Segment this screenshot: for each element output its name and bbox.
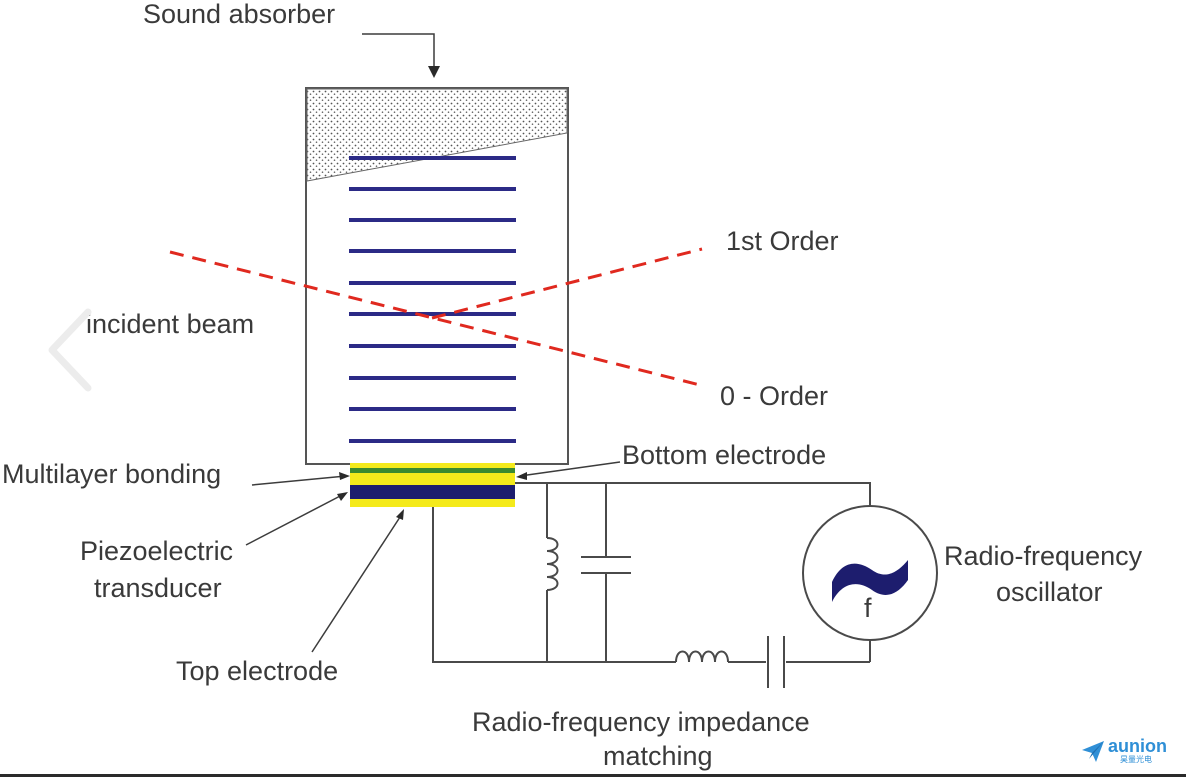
sound-absorber-arrowhead — [428, 66, 440, 78]
rf-oscillator-label-line2: oscillator — [996, 577, 1103, 607]
piezoelectric-label-line1: Piezoelectric — [80, 536, 233, 566]
multilayer-bonding-label: Multilayer bonding — [2, 459, 221, 489]
sound-absorber-leader — [362, 33, 435, 72]
top-electrode-label: Top electrode — [176, 656, 338, 686]
zero-order-label: 0 - Order — [720, 381, 828, 411]
multilayer-bonding-layer — [350, 473, 515, 485]
bottom-electrode-arrowhead — [516, 472, 527, 480]
top-electrode-arrowhead — [396, 509, 404, 520]
oscillator-frequency-label: f — [864, 593, 872, 623]
first-order-label: 1st Order — [726, 226, 839, 256]
chevron-left-icon[interactable] — [40, 300, 100, 400]
sine-wave-icon — [832, 560, 908, 602]
parallel-inductor — [546, 537, 559, 591]
series-inductor — [675, 650, 729, 663]
brand-subtitle: 昊量光电 — [1120, 755, 1152, 764]
bottom-electrode-leader — [519, 461, 621, 477]
multilayer-bonding-arrowhead — [339, 472, 350, 480]
piezoelectric-label-line2: transducer — [94, 573, 222, 603]
rf-circuit — [432, 482, 871, 688]
top-electrode-layer — [350, 499, 515, 507]
sound-absorber-label: Sound absorber — [143, 0, 335, 29]
bottom-electrode-label: Bottom electrode — [622, 440, 826, 470]
piezoelectric-arrowhead — [337, 492, 348, 501]
multilayer-bonding-leader — [251, 475, 347, 486]
transducer-stack — [350, 463, 515, 507]
top-wire — [515, 482, 871, 506]
first-order-beam — [431, 247, 703, 320]
bonding-layer — [350, 463, 515, 468]
brand-name: aunion — [1108, 736, 1167, 756]
piezoelectric-leader — [245, 493, 345, 546]
bottom-electrode-layer — [350, 468, 515, 473]
rf-oscillator-label-line1: Radio-frequency — [944, 541, 1143, 571]
bottom-divider — [0, 774, 1186, 777]
brand-watermark: aunion 昊量光电 — [1080, 736, 1180, 772]
impedance-matching-label-line2: matching — [603, 741, 713, 771]
bottom-wire — [432, 507, 676, 663]
acoustic-grating — [349, 156, 516, 443]
piezoelectric-layer — [350, 485, 515, 499]
incident-beam-label: incident beam — [86, 309, 254, 339]
top-electrode-leader — [311, 513, 403, 653]
impedance-matching-label-line1: Radio-frequency impedance — [472, 707, 810, 737]
paper-plane-icon — [1082, 741, 1104, 762]
